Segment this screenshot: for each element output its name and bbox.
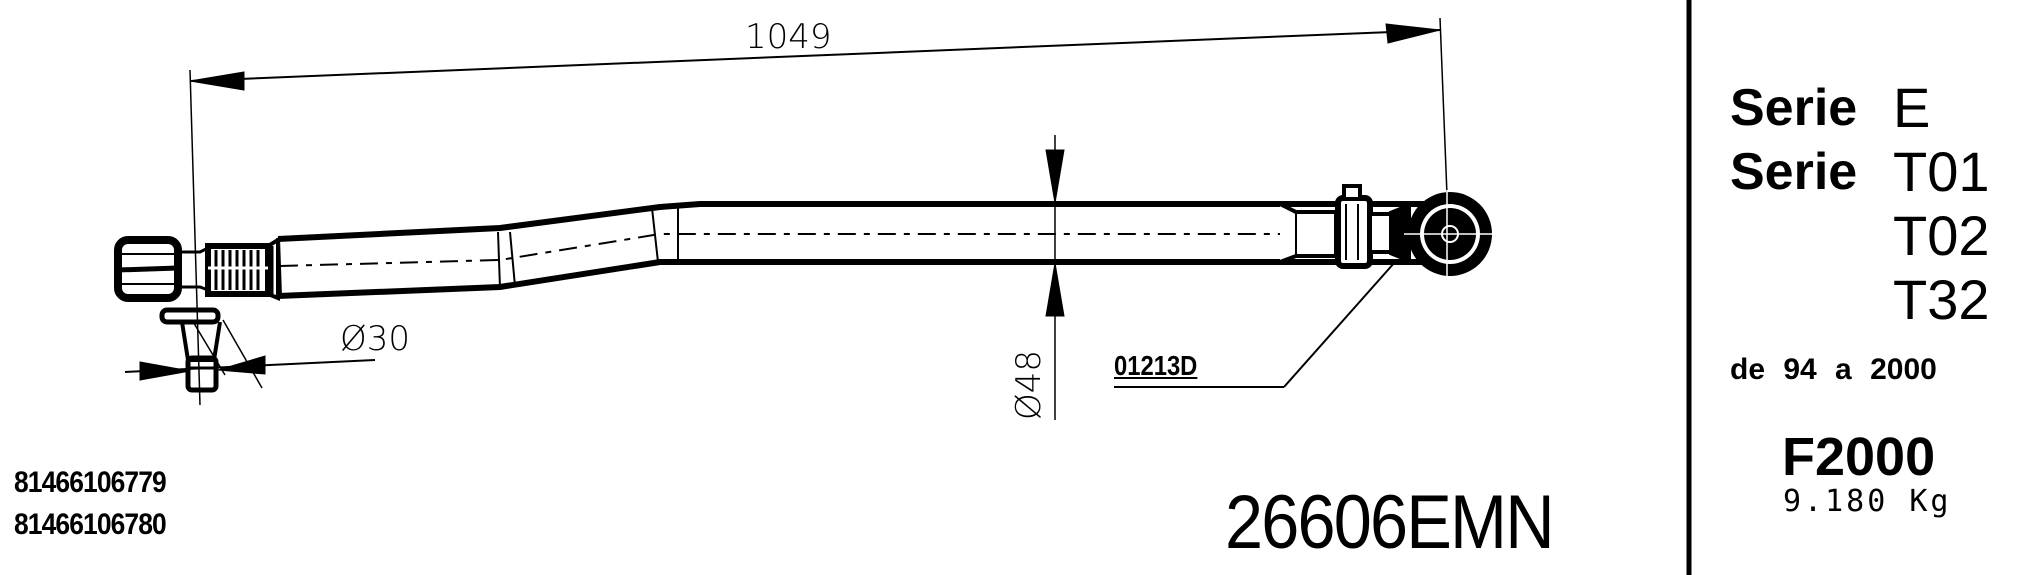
arrowhead-icon xyxy=(217,355,266,375)
pin-diameter-label: Ø30 xyxy=(340,319,411,359)
ball-pin xyxy=(180,321,222,362)
series-value-t01: T01 xyxy=(1893,140,1990,203)
year-range: de 94 a 2000 xyxy=(1730,353,1937,386)
tube-bottom-edge xyxy=(277,259,1430,299)
arrowhead-left-icon xyxy=(189,71,245,91)
part-number-1: 81466106779 xyxy=(14,466,167,499)
tube-top-edge xyxy=(277,201,1430,242)
overall-length-dimension xyxy=(189,17,1448,406)
overall-length-label: 1049 xyxy=(745,17,832,57)
leader-part-label: 01213D xyxy=(1114,350,1198,381)
boot-ring xyxy=(159,307,221,325)
centre-line xyxy=(279,233,1480,267)
series-value-e: E xyxy=(1893,76,1931,139)
extension-line-right xyxy=(1439,17,1448,196)
dimension-line xyxy=(189,29,1441,82)
series-value-t02: T02 xyxy=(1893,204,1990,267)
threaded-section xyxy=(205,243,271,297)
arrowhead-down-icon xyxy=(1045,149,1065,204)
series-label-2: Serie xyxy=(1730,143,1858,201)
arrowhead-up-icon xyxy=(1045,262,1065,317)
reference-code: 26606EMN xyxy=(1225,480,1555,565)
series-label-1: Serie xyxy=(1730,79,1858,137)
tie-rod-body xyxy=(114,184,1494,393)
pin-diameter-dimension xyxy=(124,319,376,389)
clamp-bolt xyxy=(1342,184,1362,201)
model-name: F2000 xyxy=(1782,427,1936,487)
arrowhead-icon xyxy=(139,361,191,381)
tube-diameter-dimension xyxy=(1045,135,1065,420)
extension-line-left xyxy=(189,69,201,406)
part-number-2: 81466106780 xyxy=(14,508,167,541)
clamp xyxy=(1335,195,1373,269)
thread-lines xyxy=(214,250,260,290)
weight: 9.180 Kg xyxy=(1783,484,1952,519)
series-value-t32: T32 xyxy=(1893,268,1990,331)
tube-diameter-label: Ø48 xyxy=(1009,349,1049,420)
arrowhead-right-icon xyxy=(1385,23,1441,44)
leader-line xyxy=(1114,261,1396,388)
